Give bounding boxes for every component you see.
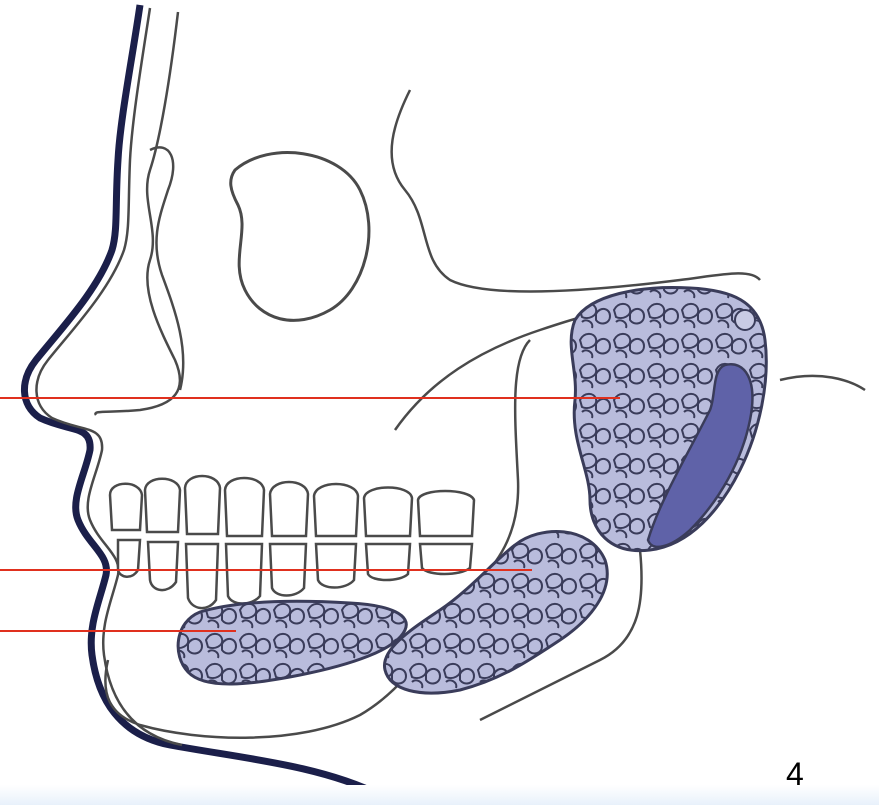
lower-teeth xyxy=(118,540,472,608)
nasal-cartilage xyxy=(150,147,183,390)
submandibular-gland xyxy=(384,531,607,693)
slide-footer-band xyxy=(0,785,879,805)
upper-teeth xyxy=(110,476,474,536)
neck-line xyxy=(780,376,865,390)
page-number: 4 xyxy=(786,756,804,793)
parotid-node xyxy=(735,310,755,330)
face-inner-outline xyxy=(36,8,182,745)
orbit xyxy=(231,153,369,321)
zygomatic-arch xyxy=(392,90,760,292)
nasal-bone xyxy=(95,12,179,415)
sublingual-gland xyxy=(178,601,406,684)
